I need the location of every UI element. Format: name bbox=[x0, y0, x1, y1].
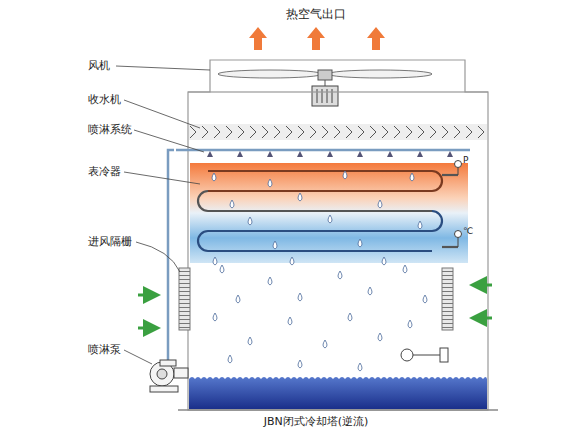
nozzle bbox=[447, 151, 453, 157]
water-drop bbox=[368, 287, 372, 295]
water-drop bbox=[228, 355, 232, 363]
water-drop bbox=[248, 217, 252, 225]
gauge-label: P bbox=[463, 155, 468, 166]
nozzle bbox=[357, 151, 363, 157]
water-drop bbox=[378, 333, 382, 341]
hot-air-arrows bbox=[249, 27, 385, 50]
part-label: 喷淋系统 bbox=[88, 123, 132, 136]
water-drop bbox=[230, 200, 234, 208]
gauge-label: ℃ bbox=[463, 226, 473, 237]
nozzle bbox=[297, 151, 303, 157]
water-drop bbox=[268, 277, 272, 285]
water-drop bbox=[382, 257, 386, 265]
water-drop bbox=[328, 215, 332, 223]
part-label: 表冷器 bbox=[88, 165, 121, 178]
water-drop bbox=[298, 193, 302, 201]
water-drop bbox=[248, 337, 252, 345]
diagram-caption: JBN闭式冷却塔(逆流) bbox=[264, 415, 369, 428]
water-drop bbox=[403, 265, 407, 273]
nozzle bbox=[387, 151, 393, 157]
part-label: 风机 bbox=[88, 59, 110, 72]
water-drop bbox=[343, 171, 347, 179]
water-drop bbox=[323, 340, 327, 348]
water-drop bbox=[418, 221, 422, 229]
diagram-title: 热空气出口 bbox=[286, 7, 346, 21]
water-drop bbox=[273, 241, 277, 249]
nozzle bbox=[417, 151, 423, 157]
water-drop bbox=[338, 271, 342, 279]
water-drop bbox=[410, 173, 414, 181]
water-drop bbox=[288, 317, 292, 325]
nozzle bbox=[327, 151, 333, 157]
water-drop bbox=[220, 265, 224, 273]
water-drop bbox=[212, 173, 216, 181]
water-drop bbox=[213, 257, 217, 265]
drift-eliminator bbox=[189, 124, 487, 140]
nozzle bbox=[237, 151, 243, 157]
fan bbox=[218, 70, 432, 106]
water-drop bbox=[298, 293, 302, 301]
water-drop bbox=[298, 360, 302, 368]
water-drop bbox=[358, 239, 362, 247]
nozzle bbox=[267, 151, 273, 157]
water-drop bbox=[378, 200, 382, 208]
part-label: 喷淋泵 bbox=[88, 343, 121, 356]
nozzle bbox=[207, 151, 213, 157]
water-drop bbox=[268, 179, 272, 187]
water-drop bbox=[423, 295, 427, 303]
water-drop bbox=[213, 313, 217, 321]
water-drop bbox=[236, 295, 240, 303]
water-drop bbox=[358, 363, 362, 371]
water-drop bbox=[290, 257, 294, 265]
water-drop bbox=[408, 320, 412, 328]
coil-tubes bbox=[198, 171, 458, 251]
water-drop bbox=[348, 313, 352, 321]
leader-lines bbox=[116, 66, 210, 364]
spray-pump bbox=[150, 360, 188, 392]
part-label: 收水机 bbox=[88, 93, 121, 106]
part-label: 进风隔栅 bbox=[88, 235, 132, 248]
